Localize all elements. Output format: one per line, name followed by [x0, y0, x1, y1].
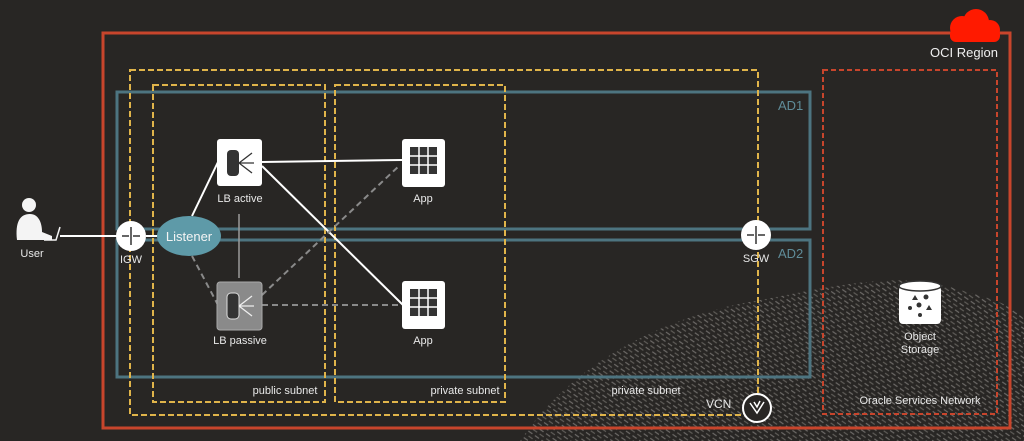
cloud-icon: [950, 9, 1000, 42]
igw-icon[interactable]: [116, 221, 146, 251]
vcn-private-subnet-label: private subnet: [611, 385, 681, 397]
app2-icon[interactable]: [402, 281, 445, 329]
oracle-services-network-boundary: [822, 69, 998, 415]
private-subnet-label: private subnet: [430, 385, 500, 397]
oci-region-label: OCI Region: [930, 45, 998, 60]
lb-active-label: LB active: [217, 193, 263, 205]
lb-active-icon[interactable]: [217, 139, 262, 186]
connections: [60, 159, 404, 306]
listener-node[interactable]: Listener: [157, 216, 221, 256]
lb-passive-icon[interactable]: [216, 281, 263, 331]
lb-passive-label: LB passive: [213, 335, 267, 347]
object-storage-icon[interactable]: [898, 280, 942, 324]
oci-region-boundary: [101, 31, 1012, 430]
app1-label: App: [413, 193, 433, 205]
ad1-label: AD1: [778, 98, 804, 113]
public-subnet-label: public subnet: [252, 385, 318, 397]
private-subnet-boundary: [334, 84, 506, 403]
app1-icon[interactable]: [402, 139, 445, 187]
object-storage-label-1: Object: [904, 331, 936, 343]
user-label: User: [20, 248, 44, 260]
ad2-label: AD2: [778, 246, 804, 261]
app2-label: App: [413, 335, 433, 347]
igw-label: IGW: [120, 254, 142, 266]
texture-background: [520, 280, 1024, 441]
sgw-label: SGW: [742, 253, 770, 265]
vcn-label: VCN: [706, 397, 732, 411]
oracle-services-network-label: Oracle Services Network: [859, 395, 981, 407]
ad2-boundary: [115, 238, 812, 379]
public-subnet-boundary: [152, 84, 326, 403]
sgw-icon[interactable]: [741, 220, 771, 250]
user-icon: [16, 198, 61, 241]
object-storage-label-2: Storage: [900, 344, 940, 356]
ad1-boundary: [115, 90, 812, 231]
vcn-icon: [742, 393, 772, 423]
